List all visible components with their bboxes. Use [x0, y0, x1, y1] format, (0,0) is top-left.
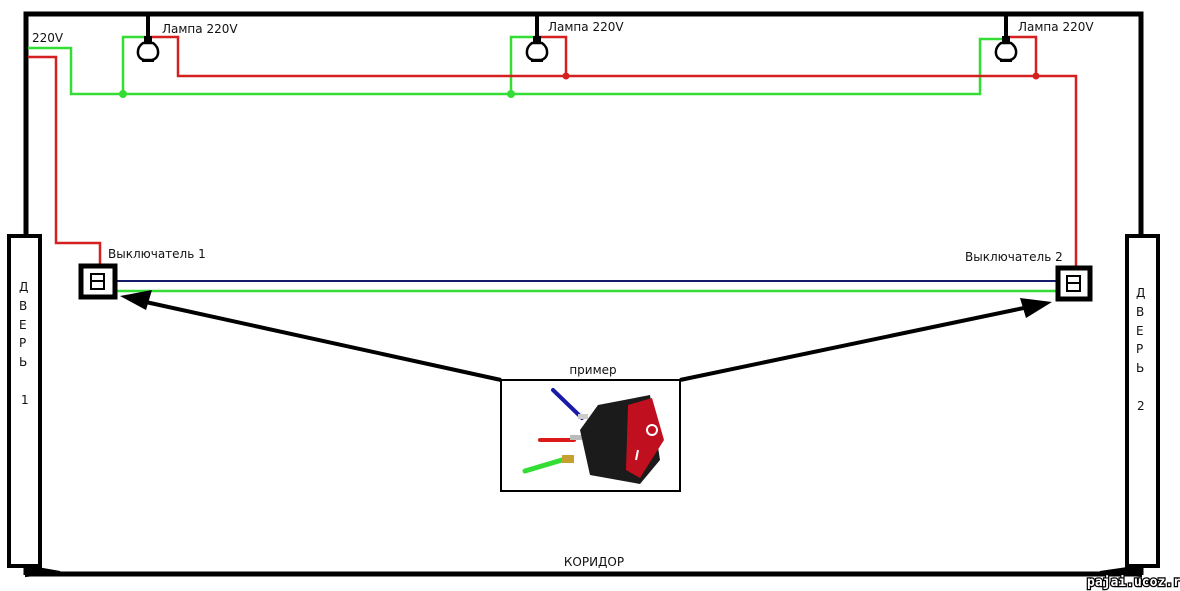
door-2-letter: Е	[1136, 324, 1144, 338]
example-box: пример	[500, 363, 681, 492]
neutral-wire	[28, 35, 1057, 293]
switch-2: Выключатель 2	[965, 250, 1093, 302]
door-1-letter: Е	[19, 318, 27, 332]
lamp-3-label: Лампа 220V	[1018, 20, 1094, 34]
bulb-icon	[994, 36, 1018, 62]
switch-1-label: Выключатель 1	[108, 247, 206, 261]
corridor-label: КОРИДОР	[564, 555, 624, 569]
door-2-letter: В	[1136, 305, 1144, 319]
neutral-junctions	[119, 90, 515, 98]
door-1: Д В Е Р Ь 1	[7, 234, 42, 568]
rocker-switch-image	[522, 388, 664, 484]
watermark: pajai.ucoz.ru	[1087, 575, 1180, 590]
lamp-2-label: Лампа 220V	[548, 20, 624, 34]
phase-junctions	[562, 72, 1040, 80]
bulb-icon	[136, 36, 160, 62]
door-1-letter: Ь	[19, 355, 27, 369]
lamp-2: Лампа 220V	[525, 14, 624, 62]
door-1-letter: Р	[19, 336, 26, 350]
door-2-letter: Д	[1136, 286, 1145, 300]
bulb-icon	[525, 36, 549, 62]
door-2: Д В Е Р Ь 2	[1125, 234, 1160, 568]
arrow-to-switch-1	[120, 290, 502, 382]
door-1-letter: Д	[19, 280, 28, 294]
door-2-letter: Ь	[1136, 361, 1144, 375]
lamp-3: Лампа 220V	[994, 14, 1094, 62]
example-label: пример	[569, 363, 616, 377]
supply-label: 220V	[32, 31, 64, 45]
door-2-letter: Р	[1136, 342, 1143, 356]
phase-wire	[28, 35, 1078, 268]
door-2-number: 2	[1137, 399, 1145, 413]
switch-1: Выключатель 1	[78, 247, 206, 300]
door-1-number: 1	[21, 393, 29, 407]
switch-icon	[1066, 275, 1081, 292]
switch-icon	[90, 273, 105, 290]
arrow-to-switch-2	[679, 298, 1052, 382]
door-1-letter: В	[19, 299, 27, 313]
switch-2-label: Выключатель 2	[965, 250, 1063, 264]
lamp-1-label: Лампа 220V	[162, 22, 238, 36]
lamp-1: Лампа 220V	[136, 14, 238, 62]
